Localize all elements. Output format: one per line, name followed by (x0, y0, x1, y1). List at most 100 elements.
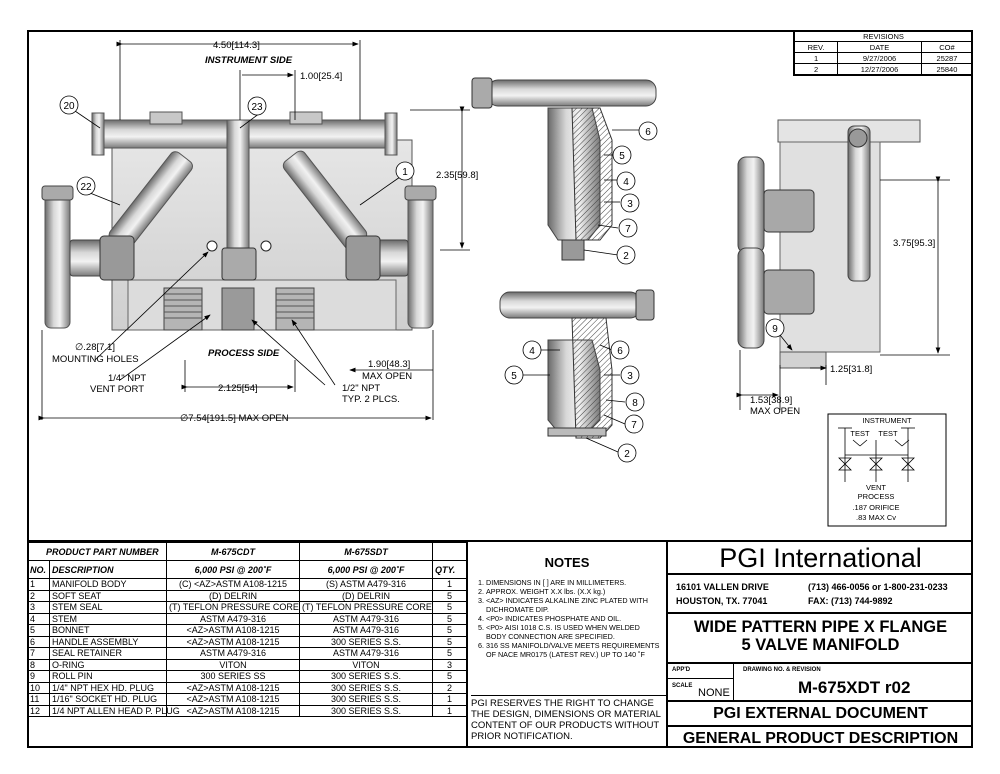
parts-cell-qty: 5 (432, 624, 468, 637)
address-city: HOUSTON, TX. 77041 (676, 596, 768, 606)
parts-cell-qty: 5 (432, 670, 468, 683)
scale-value: NONE (698, 687, 730, 699)
parts-cell-desc: SOFT SEAT (48, 589, 168, 602)
dim-153: 1.53[38.9] (750, 395, 792, 406)
schematic-instrument: INSTRUMENT (862, 416, 912, 425)
drawing-title: WIDE PATTERN PIPE X FLANGE 5 VALVE MANIF… (668, 612, 973, 662)
parts-cell-a: (T) TEFLON PRESSURE CORE (166, 601, 301, 614)
parts-cell-no: 3 (27, 601, 50, 614)
parts-cell-b: 300 SERIES S.S. (299, 704, 434, 717)
rev-cell: 25287 (920, 52, 974, 64)
parts-cell-no: 6 (27, 635, 50, 648)
rev-cell: 1 (793, 52, 839, 64)
parts-cell-no: 9 (27, 670, 50, 683)
parts-cell-qty: 5 (432, 601, 468, 614)
parts-cell-b: (S) ASTM A479-316 (299, 578, 434, 591)
parts-cell-no: 8 (27, 658, 50, 671)
parts-cell-a: <AZ>ASTM A108-1215 (166, 681, 301, 694)
parts-cell-qty: 5 (432, 612, 468, 625)
parts-col-no: NO. (27, 560, 50, 579)
contact-fax: FAX: (713) 744-9892 (808, 596, 893, 606)
external-document-label: PGI EXTERNAL DOCUMENT (668, 700, 973, 725)
balloon-8b: 8 (632, 398, 638, 409)
parts-cell-a: ASTM A479-316 (166, 647, 301, 660)
parts-cell-desc: ROLL PIN (48, 670, 168, 683)
parts-col-rating-a: 6,000 PSI @ 200˚F (166, 560, 301, 579)
parts-cell-no: 2 (27, 589, 50, 602)
parts-col-desc: DESCRIPTION (48, 560, 168, 579)
schematic-orifice: .187 ORIFICE (852, 503, 899, 512)
parts-header-part-b: M-675SDT (299, 542, 434, 561)
general-description-label: GENERAL PRODUCT DESCRIPTION (668, 725, 973, 750)
dim-125: 1.25[31.8] (830, 364, 872, 375)
section-view-bottom (499, 289, 655, 439)
parts-cell-no: 7 (27, 647, 50, 660)
note-item: 316 SS MANIFOLD/VALVE MEETS REQUIREMENTS… (486, 641, 660, 659)
company-address: 16101 VALLEN DRIVE HOUSTON, TX. 77041 (676, 580, 769, 608)
parts-cell-b: ASTM A479-316 (299, 624, 434, 637)
parts-cell-desc: HANDLE ASSEMBLY (48, 635, 168, 648)
mounting-holes-label: MOUNTING HOLES (52, 354, 139, 365)
parts-cell-a: <AZ>ASTM A108-1215 (166, 624, 301, 637)
scale-label: SCALE (672, 683, 693, 689)
address-street: 16101 VALLEN DRIVE (676, 582, 769, 592)
contact-phone: (713) 466-0056 or 1-800-231-0233 (808, 582, 948, 592)
parts-col-qty: QTY. (432, 560, 468, 579)
parts-cell-b: VITON (299, 658, 434, 671)
parts-cell-desc: 1/4 NPT ALLEN HEAD P. PLUG (48, 704, 180, 717)
parts-cell-a: ASTM A479-316 (166, 612, 301, 625)
balloon-5a: 5 (619, 151, 625, 162)
parts-cell-no: 1 (27, 578, 50, 591)
balloon-7a: 7 (625, 224, 631, 235)
balloon-20: 20 (63, 101, 75, 112)
approval-row: APP'D SCALE NONE DRAWING NO. & REVISION … (668, 662, 973, 702)
dim-total: ∅7.54[191.5] MAX OPEN (180, 413, 289, 424)
company-name: PGI International (668, 542, 973, 575)
rev-cell: 2 (793, 63, 839, 75)
dim-375: 3.75[95.3] (893, 238, 935, 249)
parts-cell-qty: 3 (432, 658, 468, 671)
drawing-title-line-1: WIDE PATTERN PIPE X FLANGE (693, 618, 948, 636)
parts-cell-b: ASTM A479-316 (299, 612, 434, 625)
parts-cell-a: (C) <AZ>ASTM A108-1215 (166, 578, 301, 591)
notes-list: DIMENSIONS IN [ ] ARE IN MILLIMETERS. AP… (486, 578, 660, 659)
note-item: DIMENSIONS IN [ ] ARE IN MILLIMETERS. (486, 578, 660, 587)
dim-153-max-open: MAX OPEN (750, 406, 800, 417)
parts-cell-qty: 5 (432, 647, 468, 660)
dim-190-max-open: MAX OPEN (362, 371, 412, 382)
rev-header-date: DATE (837, 41, 922, 53)
dim-width: 4.50[114.3] (213, 40, 260, 51)
parts-cell-qty: 1 (432, 693, 468, 706)
balloon-3a: 3 (627, 199, 633, 210)
rev-cell: 12/27/2006 (837, 63, 922, 75)
drawing-sheet-border (27, 30, 973, 748)
note-item: <P0> INDICATES PHOSPHATE AND OIL. (486, 614, 660, 623)
parts-cell-b: 300 SERIES S.S. (299, 693, 434, 706)
parts-cell-qty: 5 (432, 589, 468, 602)
parts-cell-desc: 1/4" NPT HEX HD. PLUG (48, 681, 168, 694)
balloon-4b: 4 (529, 346, 535, 357)
schematic-cv: .83 MAX Cv (856, 513, 896, 522)
parts-cell-no: 12 (27, 704, 50, 717)
reserve-rights-text: PGI RESERVES THE RIGHT TO CHANGE THE DES… (471, 695, 666, 742)
parts-cell-desc: SEAL RETAINER (48, 647, 168, 660)
npt-half-line-2: TYP. 2 PLCS. (342, 394, 400, 405)
balloon-23: 23 (251, 102, 263, 113)
drawing-title-line-2: 5 VALVE MANIFOLD (741, 636, 900, 654)
drawing-number: M-675XDT r02 (798, 678, 911, 697)
instrument-side-label: INSTRUMENT SIDE (205, 55, 293, 66)
parts-col-rating-b: 6,000 PSI @ 200˚F (299, 560, 434, 579)
parts-cell-desc: STEM SEAL (48, 601, 168, 614)
drawing-number-label: DRAWING NO. & REVISION (743, 667, 821, 673)
parts-cell-b: (T) TEFLON PRESSURE CORE (299, 601, 434, 614)
rev-header-rev: REV. (793, 41, 839, 53)
balloon-4a: 4 (623, 177, 629, 188)
